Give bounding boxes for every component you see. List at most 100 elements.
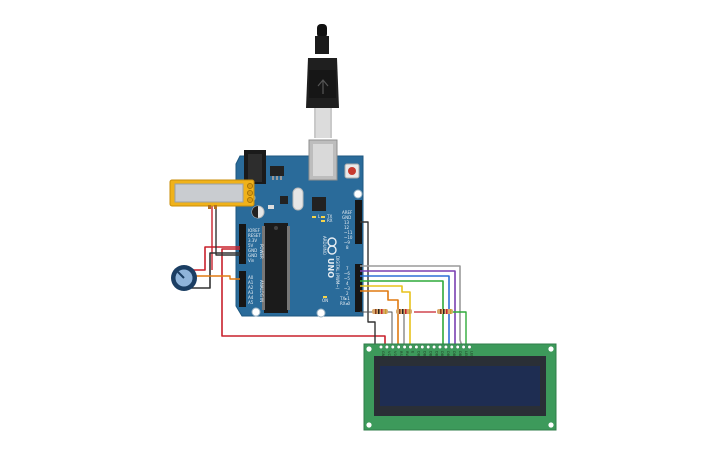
led-label-tx: TX [326, 214, 332, 219]
resistor[interactable] [437, 309, 453, 314]
lcd-pin[interactable] [432, 344, 437, 350]
pin-label: ~10 [344, 235, 353, 240]
lcd-pin-label: VCC [387, 351, 391, 359]
wire-green[interactable] [451, 311, 467, 346]
lcd-pin[interactable] [384, 344, 389, 350]
lcd-pin-label: DB0 [417, 351, 421, 359]
wire-black[interactable] [215, 206, 240, 256]
lcd-pin[interactable] [461, 344, 466, 350]
lcd-pin[interactable] [414, 344, 419, 350]
usb-logo-icon [317, 79, 329, 94]
pin-label: 3.3V [248, 238, 257, 243]
analog-section-label: ANALOG IN [259, 280, 264, 302]
lcd-pin[interactable] [443, 344, 448, 350]
lcd-pin-label: E [411, 351, 415, 354]
resistor[interactable] [396, 309, 412, 314]
pin-label: A1 [248, 280, 254, 285]
wire-green[interactable] [360, 280, 444, 346]
lcd-pin-label: DB5 [446, 351, 450, 359]
pin-label: RX◂0 [340, 301, 351, 306]
pin-label: ~6 [344, 271, 350, 276]
pin-label: IOREF [248, 228, 261, 233]
pin-label: A5 [248, 300, 254, 305]
power-header[interactable]: IOREF RESET 3.3V 5V GND GND Vin [239, 224, 261, 264]
resistor[interactable] [372, 309, 388, 314]
digital-header-top[interactable]: AREF GND 13 12 ~11 ~10 ~9 8 [342, 200, 362, 250]
resistors[interactable] [372, 309, 453, 314]
pin-label: GND [248, 248, 257, 253]
lcd-pin-label: V0 [393, 351, 397, 356]
arduino-uno-board[interactable]: L TX RX ON ARDUINO UNO IOREF RESET 3.3V … [235, 139, 364, 318]
lcd-pin-label: DB3 [434, 351, 438, 359]
wire-purple[interactable] [360, 270, 456, 346]
pin-label: 13 [344, 220, 350, 225]
usb-cable[interactable] [306, 24, 339, 138]
lcd-pin[interactable] [378, 344, 384, 350]
lcd-pin[interactable] [408, 344, 413, 350]
lcd-pin-label: LED- [470, 351, 474, 360]
usb-chip [312, 197, 326, 211]
pin-label: 2 [346, 291, 349, 296]
lcd-pin-label: GND [381, 351, 385, 359]
sensor-module[interactable] [169, 179, 255, 209]
voltage-regulator [270, 166, 284, 176]
lcd-pin[interactable] [390, 344, 395, 350]
potentiometer[interactable] [171, 265, 197, 291]
lcd-pin[interactable] [449, 344, 454, 350]
pin-label: 8 [346, 245, 349, 250]
lcd-pin-label: DB4 [440, 351, 444, 359]
pin-label: 12 [344, 225, 350, 230]
pin-label: GND [248, 253, 257, 258]
pin-label: A0 [248, 275, 254, 280]
lcd-pin[interactable] [437, 344, 443, 350]
pin-label: 7 [346, 266, 349, 271]
pin-label: ~9 [344, 240, 350, 245]
lcd-screen [380, 366, 540, 406]
knob-indicator-icon [177, 271, 185, 279]
analog-header[interactable]: A0 A1 A2 A3 A4 A5 [239, 271, 254, 307]
board-leds: L TX RX ON [312, 214, 333, 303]
wire-orange[interactable] [360, 290, 399, 346]
pin-label: A3 [248, 290, 254, 295]
wires [186, 206, 467, 347]
wire-black[interactable] [360, 221, 376, 346]
lcd-pin[interactable] [402, 344, 407, 350]
wire-black[interactable] [190, 252, 240, 289]
pin-label: ~3 [344, 286, 350, 291]
lcd-pin[interactable] [455, 344, 460, 350]
wire-orange[interactable] [190, 275, 240, 280]
atmega-chip [262, 223, 290, 313]
lcd-pin-label: DB7 [458, 351, 462, 359]
lcd-pin-label: DB2 [428, 351, 432, 359]
lcd-pin-label: DB6 [452, 351, 456, 359]
wire-blue[interactable] [360, 275, 450, 346]
lcd-pin-label: RW [405, 351, 409, 357]
led-label-l: L [318, 214, 321, 219]
lcd-pin[interactable] [426, 344, 431, 350]
pin-label: ~11 [344, 230, 353, 235]
pin-label: 4 [346, 281, 349, 286]
lcd-pin-label: DB1 [423, 351, 427, 359]
pin-label: ~5 [344, 276, 350, 281]
capacitor [292, 187, 304, 211]
pin-label: A2 [248, 285, 254, 290]
lcd-pin-label: RS [399, 351, 403, 356]
wire-red[interactable] [221, 248, 386, 346]
lcd-pin[interactable] [467, 344, 472, 350]
led-label-rx: RX [327, 218, 333, 223]
arduino-logo: ARDUINO UNO [322, 236, 337, 278]
lcd-pin[interactable] [396, 344, 401, 350]
digital-header-bottom[interactable]: 7 ~6 ~5 4 ~3 2 TX▸1 RX◂0 [339, 264, 362, 312]
lcd-pin[interactable] [420, 344, 425, 350]
pin-label: RESET [248, 233, 261, 238]
pin-label: AREF [342, 210, 353, 215]
pin-label: Vin [248, 258, 255, 263]
led-label-on: ON [322, 298, 328, 303]
pin-label: GND [342, 215, 351, 220]
wire-gray[interactable] [360, 265, 463, 347]
wire-red[interactable] [186, 246, 240, 271]
model-text: UNO [326, 258, 335, 278]
